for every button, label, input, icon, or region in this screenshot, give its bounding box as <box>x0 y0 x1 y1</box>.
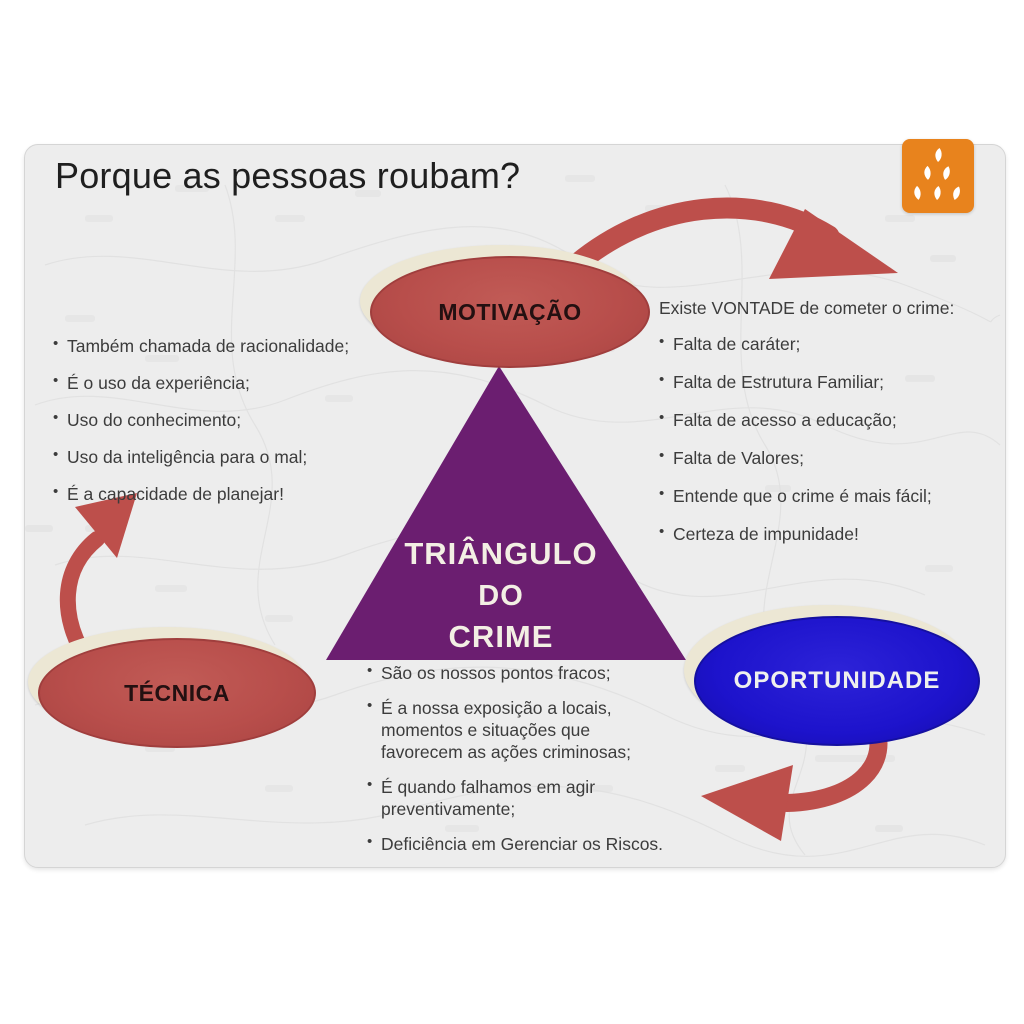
triangle-label-line2: DO <box>478 579 524 612</box>
bottom-bullet-list: São os nossos pontos fracos; É a nossa e… <box>367 662 669 867</box>
right-list-intro: Existe VONTADE de cometer o crime: <box>659 298 955 318</box>
bullet-item: Uso do conhecimento; <box>53 409 365 431</box>
opportunity-label: OPORTUNIDADE <box>733 667 941 694</box>
bullet-item: Falta de caráter; <box>659 333 961 355</box>
bullet-item: Falta de Estrutura Familiar; <box>659 371 961 393</box>
bullet-item: É quando falhamos em agir preventivament… <box>367 776 669 820</box>
crime-triangle <box>326 366 686 660</box>
curved-arrow-top-icon <box>560 197 898 280</box>
bullet-item: Certeza de impunidade! <box>659 523 961 545</box>
bullet-item: Falta de Valores; <box>659 447 961 469</box>
motivation-node: MOTIVAÇÃO <box>360 245 650 368</box>
motivation-label: MOTIVAÇÃO <box>438 298 582 325</box>
bullet-item: Entende que o crime é mais fácil; <box>659 485 961 507</box>
slide: Porque as pessoas roubam? TRIÂNGULO DO C… <box>24 144 1006 868</box>
technique-node: TÉCNICA <box>28 627 316 748</box>
triangle-label-line3: CRIME <box>448 618 554 654</box>
left-bullet-list: Também chamada de racionalidade; É o uso… <box>53 335 365 520</box>
triangle-label-line1: TRIÂNGULO <box>404 536 598 571</box>
bullet-item: Falta de acesso a educação; <box>659 409 961 431</box>
bullet-item: Também chamada de racionalidade; <box>53 335 365 357</box>
logo <box>902 139 974 213</box>
bullet-item: É o uso da experiência; <box>53 372 365 394</box>
opportunity-node: OPORTUNIDADE <box>684 605 980 746</box>
logo-leaves-icon <box>914 148 960 200</box>
right-bullet-list: Existe VONTADE de cometer o crime: Falta… <box>659 297 961 561</box>
bullet-item: É a capacidade de planejar! <box>53 483 365 505</box>
bullet-item: É a nossa exposição a locais, momentos e… <box>367 697 669 763</box>
crime-triangle-label: TRIÂNGULO DO CRIME <box>391 533 611 659</box>
bullet-item: São os nossos pontos fracos; <box>367 662 669 684</box>
page-title: Porque as pessoas roubam? <box>55 155 521 196</box>
technique-label: TÉCNICA <box>124 679 230 706</box>
bullet-item: Uso da inteligência para o mal; <box>53 446 365 468</box>
bullet-item: Deficiência em Gerenciar os Riscos. <box>367 833 669 855</box>
flow-arrows <box>59 197 898 841</box>
